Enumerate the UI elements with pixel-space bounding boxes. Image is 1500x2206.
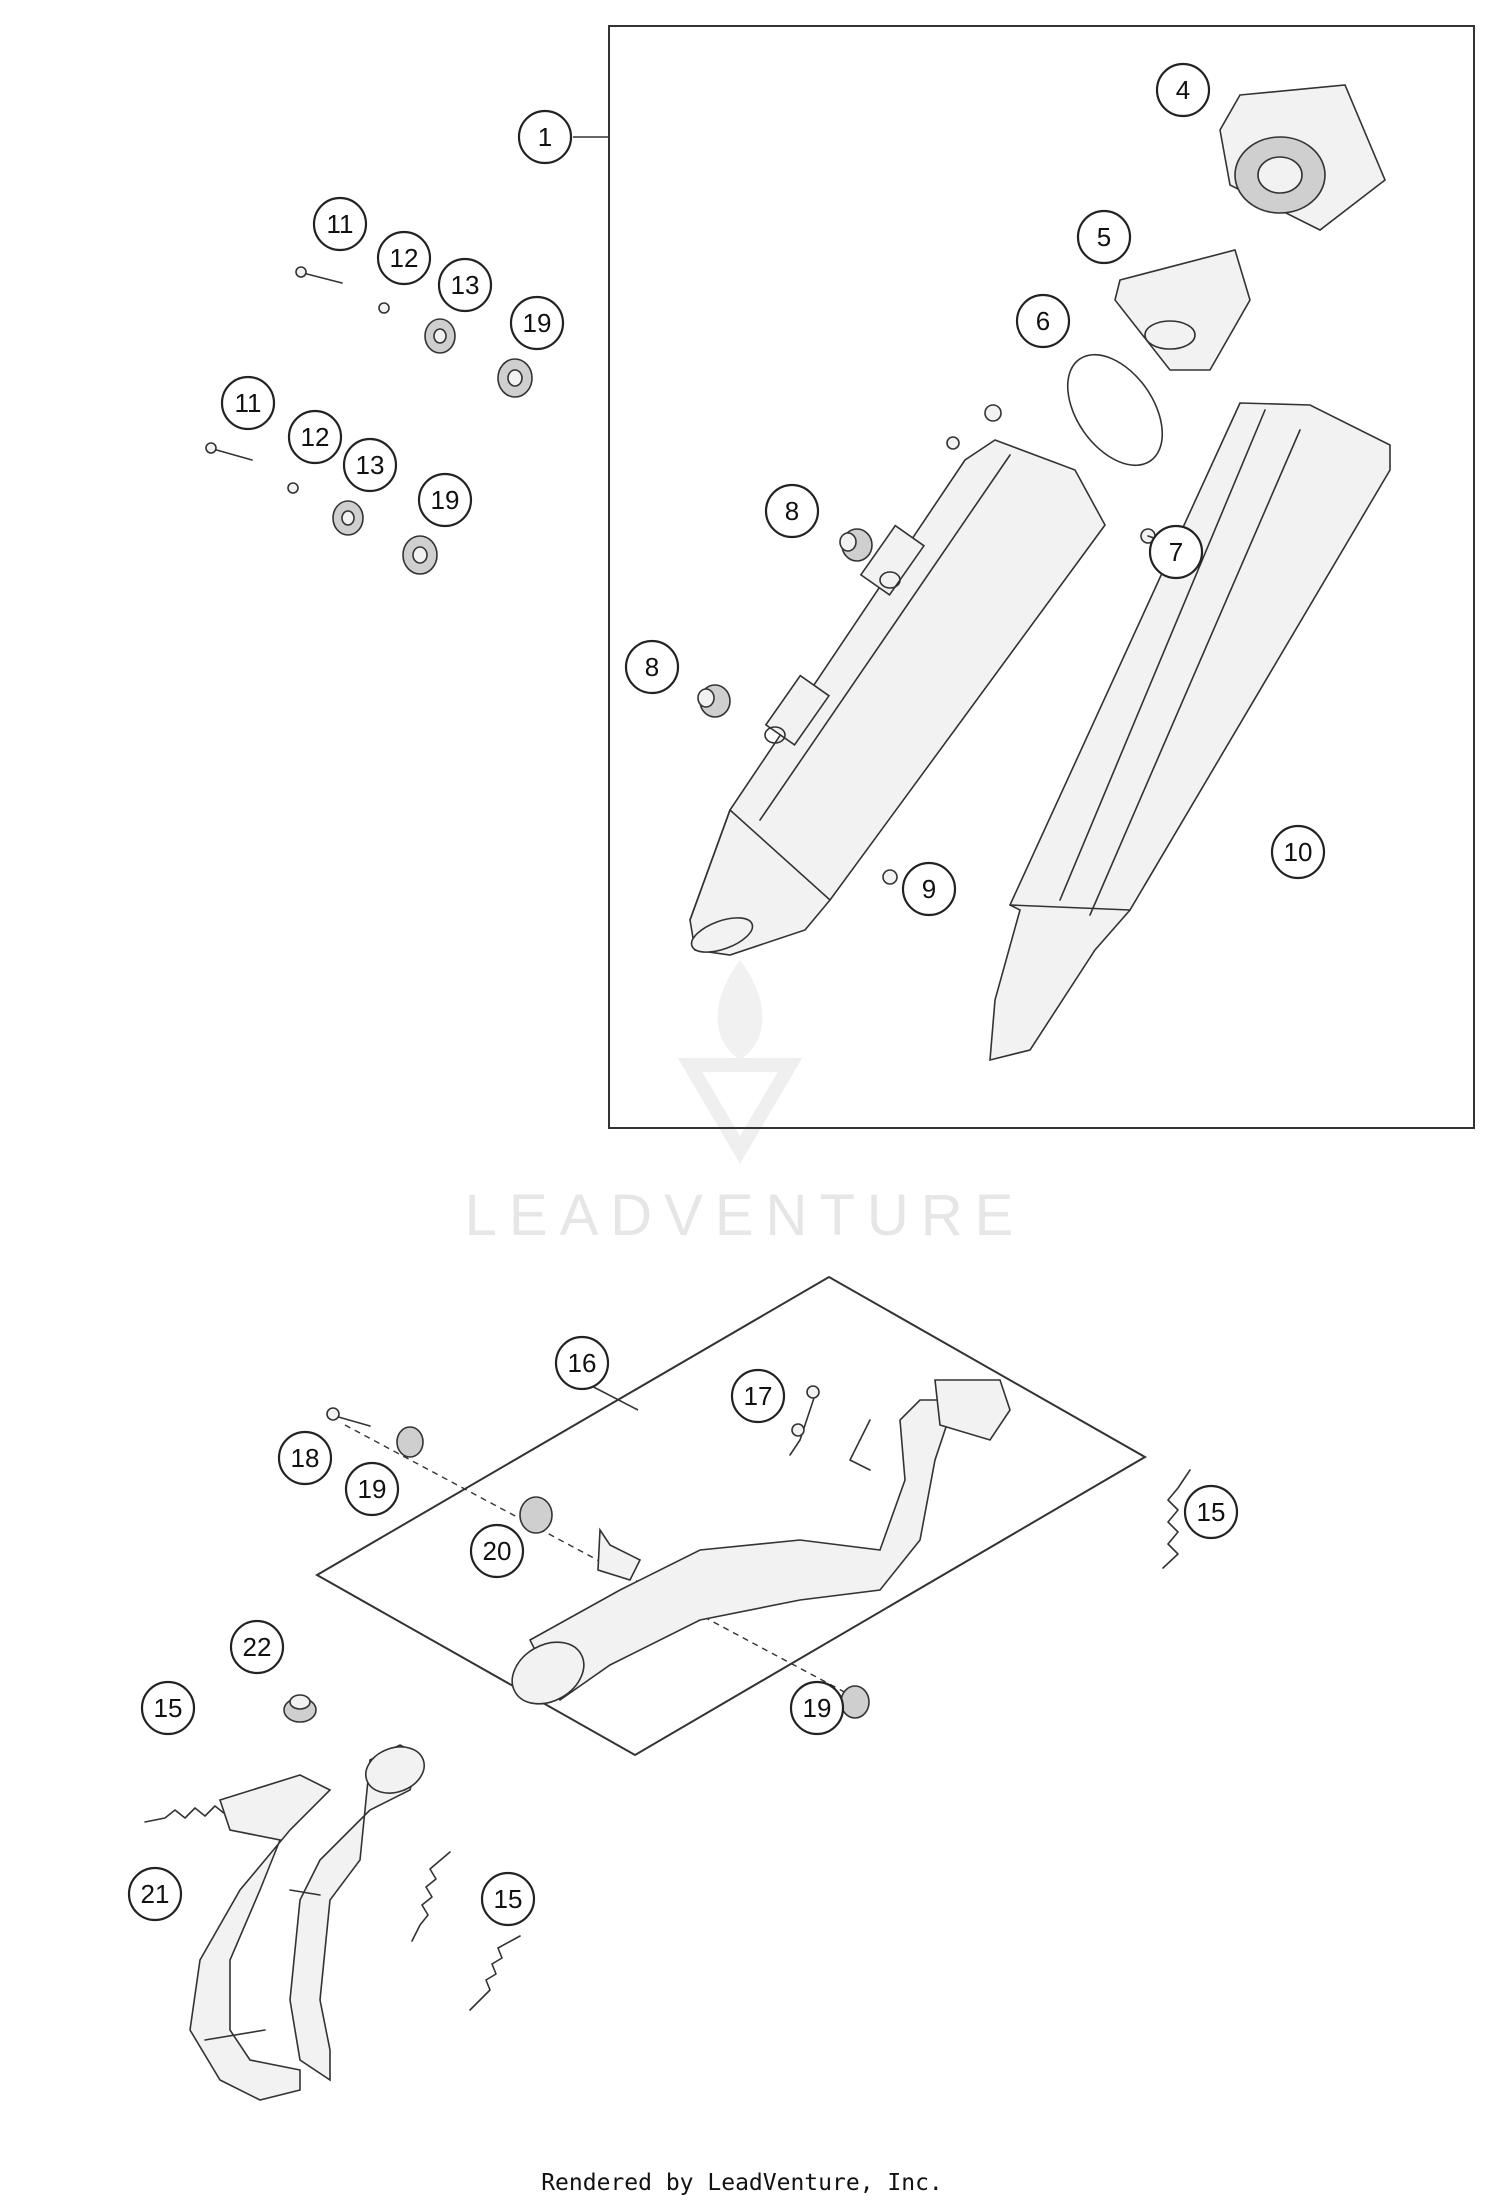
part-spring-15a bbox=[1162, 1469, 1191, 1569]
watermark-logo bbox=[677, 960, 803, 1164]
svg-text:18: 18 bbox=[291, 1443, 320, 1473]
svg-text:19: 19 bbox=[803, 1693, 832, 1723]
svg-text:10: 10 bbox=[1284, 837, 1313, 867]
part-washer-19a bbox=[396, 1426, 424, 1458]
callout-4: 4 bbox=[1155, 62, 1211, 118]
callout-1: 1 bbox=[517, 109, 573, 165]
part-front-exhaust-pipe bbox=[189, 1744, 425, 2101]
hardware-group-lower bbox=[205, 442, 438, 575]
callout-13b: 13 bbox=[342, 437, 398, 493]
svg-text:12: 12 bbox=[390, 243, 419, 273]
callout-16: 16 bbox=[554, 1335, 610, 1391]
watermark-text: LEADVENTURE bbox=[465, 1183, 1026, 1248]
part-muffler-body bbox=[689, 439, 1106, 956]
part-grommet-8a bbox=[839, 528, 873, 562]
callout-12b: 12 bbox=[287, 409, 343, 465]
svg-text:6: 6 bbox=[1036, 306, 1050, 336]
svg-text:12: 12 bbox=[301, 422, 330, 452]
callout-13a: 13 bbox=[437, 257, 493, 313]
svg-text:21: 21 bbox=[141, 1879, 170, 1909]
header-group-frame bbox=[314, 1275, 1148, 1757]
callout-11b: 11 bbox=[220, 375, 276, 431]
svg-text:20: 20 bbox=[483, 1536, 512, 1566]
hardware-group-upper bbox=[295, 266, 533, 398]
part-end-cap bbox=[1219, 84, 1386, 231]
part-spring-15d bbox=[469, 1935, 521, 2011]
part-header-bracket bbox=[597, 1527, 642, 1581]
svg-text:11: 11 bbox=[327, 209, 354, 239]
callout-8a: 8 bbox=[764, 483, 820, 539]
part-inner-cone bbox=[1114, 249, 1251, 371]
callout-19b: 19 bbox=[417, 472, 473, 528]
svg-text:4: 4 bbox=[1176, 75, 1190, 105]
svg-text:1: 1 bbox=[538, 122, 552, 152]
part-bolt-18 bbox=[326, 1407, 371, 1427]
part-nut-22 bbox=[283, 1694, 317, 1723]
part-grommet-8b bbox=[697, 684, 731, 718]
svg-text:19: 19 bbox=[358, 1474, 387, 1504]
svg-text:22: 22 bbox=[243, 1632, 272, 1662]
footer-credit: Rendered by LeadVenture, Inc. bbox=[541, 2170, 943, 2196]
callout-5: 5 bbox=[1076, 209, 1132, 265]
callout-9: 9 bbox=[901, 861, 957, 917]
callout-19a: 19 bbox=[509, 295, 565, 351]
svg-text:7: 7 bbox=[1169, 537, 1183, 567]
callout-15b: 15 bbox=[140, 1680, 196, 1736]
callout-8b: 8 bbox=[624, 639, 680, 695]
callout-19c: 19 bbox=[344, 1461, 400, 1517]
part-clamp-17 bbox=[789, 1385, 820, 1456]
callout-11a: 11 bbox=[312, 196, 368, 252]
svg-text:8: 8 bbox=[785, 496, 799, 526]
callout-20: 20 bbox=[469, 1523, 525, 1579]
svg-text:11: 11 bbox=[235, 388, 262, 418]
svg-text:9: 9 bbox=[922, 874, 936, 904]
svg-text:8: 8 bbox=[645, 652, 659, 682]
part-muffler-cover bbox=[989, 402, 1391, 1062]
callout-6: 6 bbox=[1015, 293, 1071, 349]
svg-text:5: 5 bbox=[1097, 222, 1111, 252]
svg-text:17: 17 bbox=[744, 1381, 773, 1411]
svg-text:19: 19 bbox=[523, 308, 552, 338]
svg-text:15: 15 bbox=[154, 1693, 183, 1723]
callout-7: 7 bbox=[1148, 524, 1204, 580]
callout-19d: 19 bbox=[789, 1680, 845, 1736]
part-spring-15c bbox=[411, 1851, 451, 1942]
svg-text:13: 13 bbox=[356, 450, 385, 480]
callout-10: 10 bbox=[1270, 824, 1326, 880]
callout-22: 22 bbox=[229, 1619, 285, 1675]
mounting-axis bbox=[344, 1424, 851, 1696]
part-seal-ring bbox=[1066, 353, 1164, 467]
part-washer-19b bbox=[840, 1685, 870, 1719]
part-screw-9 bbox=[882, 869, 898, 885]
callout-17: 17 bbox=[730, 1368, 786, 1424]
muffler-group-frame bbox=[608, 25, 1475, 1129]
svg-text:13: 13 bbox=[451, 270, 480, 300]
part-nut-top bbox=[984, 404, 1002, 422]
svg-text:16: 16 bbox=[568, 1348, 597, 1378]
callout-12a: 12 bbox=[376, 230, 432, 286]
svg-text:15: 15 bbox=[494, 1884, 523, 1914]
part-header-pipe bbox=[511, 1379, 1011, 1705]
callout-21: 21 bbox=[127, 1866, 183, 1922]
svg-text:19: 19 bbox=[431, 485, 460, 515]
callout-15c: 15 bbox=[480, 1871, 536, 1927]
svg-text:15: 15 bbox=[1197, 1497, 1226, 1527]
part-grommet-20 bbox=[519, 1496, 553, 1534]
callout-18: 18 bbox=[277, 1430, 333, 1486]
callout-15a: 15 bbox=[1183, 1484, 1239, 1540]
part-spring-15b bbox=[144, 1794, 246, 1823]
part-screw-top bbox=[946, 436, 960, 450]
